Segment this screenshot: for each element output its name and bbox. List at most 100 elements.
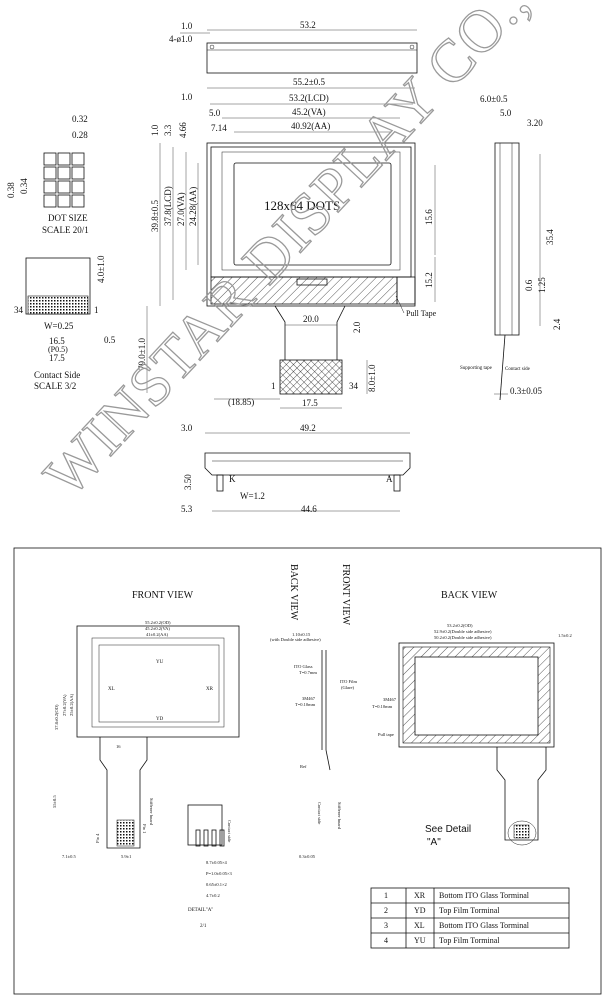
dot-h2: 0.34 [19, 178, 29, 194]
supporting-tape: Supporting tape [460, 366, 493, 371]
contact-pin1: 1 [94, 305, 99, 315]
pin-a: A [386, 474, 393, 484]
bottom-view: 3.0 49.2 3.50 K A W=1.2 5.3 44.6 [181, 423, 411, 514]
table-row-4-pin: YU [414, 936, 426, 945]
front-xr: XR [206, 687, 214, 692]
pin-k: K [229, 474, 236, 484]
side-24: 2.4 [552, 318, 562, 330]
dim-left-466: 4.66 [178, 122, 188, 138]
front-d2: 45.2±0.2(VA) [145, 626, 170, 631]
bottom-width: 49.2 [300, 423, 316, 433]
front-pin4: Pin 4 [95, 833, 100, 843]
back-view-vertical: BACK VIEW [288, 564, 299, 621]
dots-label: 128x64 DOTS [264, 198, 340, 213]
side-film-thk: 0.3±0.05 [510, 386, 542, 396]
dot-w: 0.32 [72, 114, 88, 124]
dim-aa-height: 24.28(AA) [188, 187, 198, 226]
detail-d1: 8.7±0.05×4 [206, 860, 228, 865]
side-06: 0.6 [524, 279, 534, 291]
contact-height: 4.0±1.0 [96, 255, 106, 283]
contact-edge: 0.5 [104, 335, 116, 345]
stiffener-height: 8.0±1.0 [367, 364, 377, 392]
detail-a: 8.7±0.05×4 P=1.0±0.05×3 0.65±0.1×2 4.7±0… [187, 804, 233, 929]
fpc-total-length: 79.0±1.0 [137, 338, 147, 370]
contact-p: 16.5 [49, 336, 65, 346]
front-h3: 25±0.2(AA) [69, 693, 74, 716]
dim-outline-width: 55.2±0.5 [293, 77, 325, 87]
side-125: 1.25 [537, 277, 547, 293]
contact-label: Contact Side [34, 370, 80, 380]
dim-left-714: 7.14 [211, 123, 227, 133]
front-pin1: Pin 1 [142, 824, 147, 833]
dim-aa-width: 40.92(AA) [291, 121, 330, 131]
contact-side-detail: 4.0±1.0 34 1 W=0.25 16.5 (P0.5) 0.5 17.5… [14, 255, 116, 391]
pull-tape-label: Pull Tape [406, 309, 437, 318]
bottom-left: 3.0 [181, 423, 193, 433]
dim-left-5: 5.0 [209, 108, 221, 118]
dim-right-152: 15.2 [424, 272, 434, 288]
back-m3: 3M467 [383, 697, 397, 702]
side-contact: Contact side [505, 367, 531, 372]
detail-scale: 2/1 [200, 924, 207, 929]
front-yd: YD [156, 717, 164, 722]
dot-size-detail: 0.32 0.28 0.38 0.34 DOT SIZE SCALE 20/1 [6, 114, 89, 235]
detail-d2: P=1.0±0.05×3 [206, 871, 233, 876]
contact-p2: (P0.5) [48, 345, 68, 354]
side-glass: ITO Glass [294, 664, 313, 669]
dim-right-156: 15.6 [424, 209, 434, 225]
fpc-width: 20.0 [303, 314, 319, 324]
dim-va-width: 45.2(VA) [292, 107, 326, 117]
top-strip-hole: 4-ø1.0 [169, 34, 193, 44]
dim-va-height: 27.0(VA) [176, 192, 186, 226]
front-view-vertical: FRONT VIEW [340, 564, 351, 626]
contact-w: W=0.25 [44, 321, 74, 331]
front-b2: 5.9±1 [121, 854, 131, 859]
dim-left-1v: 1.0 [150, 124, 160, 136]
front-d3: 41±0.2(AA) [146, 632, 169, 637]
pin-1-label: 1 [271, 381, 276, 391]
panel-side-view: 1.10±0.15 (with Double side adhesive) IT… [270, 632, 358, 859]
side-film2: (Glare) [341, 685, 354, 690]
dot-w2: 0.28 [72, 130, 88, 140]
dot-size-scale: SCALE 20/1 [42, 225, 89, 235]
contact-pin34: 34 [14, 305, 24, 315]
front-fpc-h: 55±0.5 [52, 795, 57, 808]
side-view: 6.0±0.5 5.0 3.20 35.4 0.6 1.25 2.4 Suppo… [460, 94, 562, 401]
side-stiffener: Stiffener board [337, 802, 342, 830]
table-row-2-num: 2 [384, 906, 388, 915]
side-m3t: T=0.10mm [295, 702, 316, 707]
table-row-1-pin: XR [414, 891, 426, 900]
front-h1: 37.8±0.2(OD) [54, 704, 59, 730]
back-r1: 1.5±0.2 [558, 633, 572, 638]
see-detail: See Detail [425, 824, 471, 835]
dot-size-label: DOT SIZE [48, 213, 88, 223]
bottom-width2: 44.6 [301, 504, 317, 514]
front-fpc-w: 16 [116, 744, 121, 749]
front-xl: XL [108, 687, 115, 692]
bottom-height: 3.50 [183, 474, 193, 490]
bottom-left2: 5.3 [181, 504, 193, 514]
side-glass-t: T=0.7mm [299, 670, 317, 675]
side-ref: Ref [300, 764, 307, 769]
fpc-gap: 2.0 [352, 321, 362, 333]
dim-lcd-height: 37.8(LCD) [163, 186, 173, 226]
table-row-3-num: 3 [384, 921, 388, 930]
detail-d3: 0.65±0.1×2 [206, 882, 227, 887]
table-row-4-desc: Top Film Torminal [439, 936, 500, 945]
contact-scale: SCALE 3/2 [34, 381, 76, 391]
lower-panel: FRONT VIEW BACK VIEW FRONT VIEW BACK VIE… [13, 547, 602, 995]
front-stiffener: Stiffener board [149, 798, 154, 826]
table-row-2-desc: Top Film Torminal [439, 906, 500, 915]
back-d1: 53.2±0.2(OD) [447, 623, 473, 628]
dim-outline-height: 39.8±0.5 [150, 200, 160, 232]
detail-contact: Contact side [227, 820, 232, 842]
front-yu: YU [156, 660, 164, 665]
side-thk: 0.3±0.05 [299, 854, 316, 859]
front-d1: 55.2±0.2(OD) [145, 620, 171, 625]
side-contact-side: Contact side [317, 802, 322, 824]
detail-d4: 4.7±0.2 [206, 893, 220, 898]
watermark: WINSTAR DISPLAY CO., [31, 0, 541, 509]
back-d2: 52.9±0.2(Double side adhesive) [434, 629, 492, 634]
back-view-title: BACK VIEW [441, 590, 498, 601]
